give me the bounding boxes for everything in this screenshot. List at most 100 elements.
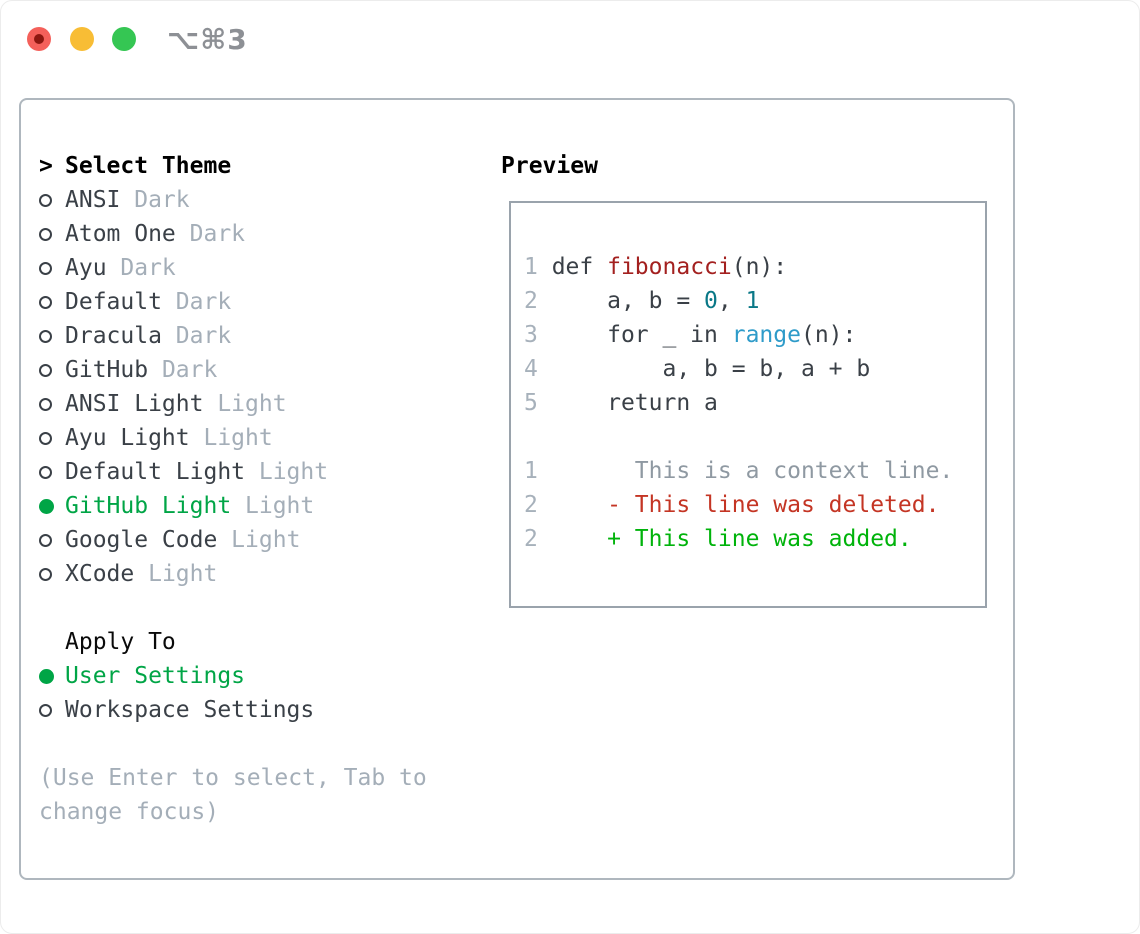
radio-icon — [39, 193, 65, 207]
radio-icon — [39, 261, 65, 275]
radio-icon — [39, 227, 65, 241]
variant-label: Dark — [161, 289, 232, 315]
option-label: User Settings — [65, 663, 246, 689]
theme-item-dracula[interactable]: Dracula Dark — [39, 319, 484, 353]
preview-line: 5 return a — [524, 386, 977, 420]
window-shortcut-title: ⌥⌘3 — [167, 23, 248, 56]
code-segment: This is a context line. — [537, 458, 954, 484]
variant-label: Light — [245, 459, 329, 485]
radio-icon — [39, 703, 65, 717]
preview-line: 2 a, b = 0, 1 — [524, 284, 977, 318]
radio-selected-icon — [39, 668, 65, 684]
line-number: 1 — [524, 458, 538, 484]
option-label: Google Code — [65, 527, 218, 553]
line-number: 3 — [524, 322, 538, 348]
variant-label: Dark — [161, 323, 232, 349]
theme-item-ansi[interactable]: ANSI Dark — [39, 183, 484, 217]
code-segment: - This line was deleted. — [537, 492, 940, 518]
line-number: 2 — [524, 288, 538, 314]
option-label: Ayu Light — [65, 425, 190, 451]
theme-item-default[interactable]: Default Dark — [39, 285, 484, 319]
theme-item-github[interactable]: GitHub Dark — [39, 353, 484, 387]
line-number: 2 — [524, 492, 538, 518]
minimize-button[interactable] — [70, 27, 94, 51]
theme-item-ayu[interactable]: Ayu Dark — [39, 251, 484, 285]
code-segment: a, b = b, a + b — [537, 356, 871, 382]
code-segment: def — [537, 254, 608, 280]
theme-item-atom-one[interactable]: Atom One Dark — [39, 217, 484, 251]
code-segment: + This line was added. — [537, 526, 912, 552]
select-theme-header: >Select Theme — [39, 149, 484, 183]
preview-line: 1 def fibonacci(n): — [524, 250, 977, 284]
theme-item-default-light[interactable]: Default Light Light — [39, 455, 484, 489]
code-segment: fibonacci — [607, 254, 732, 280]
radio-icon — [39, 533, 65, 547]
line-number: 2 — [524, 526, 538, 552]
apply-to-header: Apply To — [39, 625, 484, 659]
code-segment: 1 — [745, 288, 760, 314]
theme-item-xcode[interactable]: XCode Light — [39, 557, 484, 591]
variant-label: Light — [231, 493, 315, 519]
option-label: ANSI — [65, 187, 121, 213]
theme-item-github-light[interactable]: GitHub Light Light — [39, 489, 484, 523]
gap — [39, 591, 484, 625]
code-segment: (n): — [800, 322, 857, 348]
variant-label: Light — [217, 527, 301, 553]
apply-option-workspace-settings[interactable]: Workspace Settings — [39, 693, 484, 727]
preview-line — [524, 420, 977, 454]
option-label: Workspace Settings — [65, 697, 315, 723]
theme-item-ansi-light[interactable]: ANSI Light Light — [39, 387, 484, 421]
line-number: 1 — [524, 254, 538, 280]
option-label: Dracula — [65, 323, 162, 349]
preview-line: 2 + This line was added. — [524, 522, 977, 556]
line-number: 5 — [524, 390, 538, 416]
variant-label: Dark — [175, 221, 246, 247]
variant-label: Dark — [120, 187, 190, 213]
code-segment: a, b = — [537, 288, 705, 314]
radio-icon — [39, 295, 65, 309]
radio-icon — [39, 431, 65, 445]
code-segment: (n): — [731, 254, 788, 280]
line-number: 4 — [524, 356, 538, 382]
close-dot-icon — [34, 34, 44, 44]
option-label: XCode — [65, 561, 135, 587]
zoom-button[interactable] — [112, 27, 136, 51]
variant-label: Light — [134, 561, 218, 587]
close-button[interactable] — [27, 27, 51, 51]
apply-option-user-settings[interactable]: User Settings — [39, 659, 484, 693]
option-label: Atom One — [65, 221, 176, 247]
theme-item-ayu-light[interactable]: Ayu Light Light — [39, 421, 484, 455]
option-label: Default Light — [65, 459, 246, 485]
variant-label: Light — [203, 391, 287, 417]
select-theme-title: Select Theme — [65, 153, 232, 179]
keyboard-hint: (Use Enter to select, Tab to change focu… — [39, 765, 427, 825]
code-segment: 0 — [704, 288, 718, 314]
preview-line: 4 a, b = b, a + b — [524, 352, 977, 386]
gap — [39, 727, 484, 761]
radio-icon — [39, 363, 65, 377]
theme-item-google-code[interactable]: Google Code Light — [39, 523, 484, 557]
code-segment: range — [731, 322, 801, 348]
option-label: ANSI Light — [65, 391, 204, 417]
radio-icon — [39, 397, 65, 411]
option-label: GitHub Light — [65, 493, 232, 519]
radio-icon — [39, 465, 65, 479]
variant-label: Light — [189, 425, 273, 451]
variant-label: Dark — [148, 357, 218, 383]
radio-icon — [39, 567, 65, 581]
radio-icon — [39, 329, 65, 343]
code-segment: , — [717, 288, 746, 314]
code-segment: for _ in — [537, 322, 732, 348]
option-label: Ayu — [65, 255, 107, 281]
title-bar: ⌥⌘3 — [1, 1, 1139, 98]
option-label: GitHub — [65, 357, 149, 383]
radio-selected-icon — [39, 498, 65, 514]
preview-line: 1 This is a context line. — [524, 454, 977, 488]
option-label: Default — [65, 289, 162, 315]
